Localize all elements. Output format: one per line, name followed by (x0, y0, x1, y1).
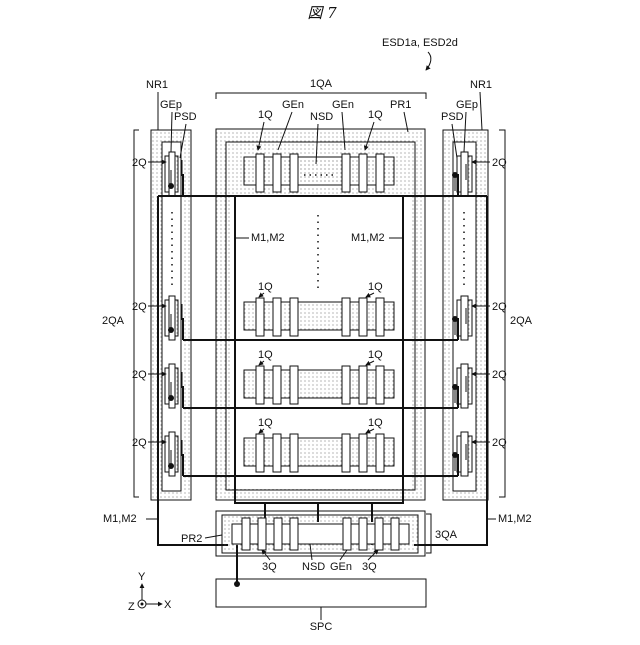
reference-arrow (426, 52, 431, 70)
label-pr2: PR2 (181, 533, 202, 545)
pr2-region (216, 511, 425, 556)
transistor-row-1q-4 (244, 434, 394, 472)
label-1q-row3-left: 1Q (258, 349, 273, 361)
axis-label-y: Y (138, 571, 146, 583)
label-3q-right: 3Q (362, 561, 377, 573)
label-gen-bottom: GEn (330, 561, 352, 573)
label-2q-left-2: 2Q (132, 301, 147, 313)
label-2qa-left: 2QA (102, 315, 125, 327)
label-gen-right: GEn (332, 99, 354, 111)
label-2qa-right: 2QA (510, 315, 533, 327)
spc-block (216, 579, 426, 607)
label-1q-row2-right: 1Q (368, 281, 383, 293)
label-1q-top-right: 1Q (368, 109, 383, 121)
label-1q-row3-right: 1Q (368, 349, 383, 361)
figure-reference: ESD1a, ESD2d (382, 37, 458, 49)
label-2q-left-4: 2Q (132, 437, 147, 449)
bracket-3qa (426, 514, 431, 553)
label-spc: SPC (310, 621, 333, 633)
axis-label-x: X (164, 599, 172, 611)
label-1q-row4-left: 1Q (258, 417, 273, 429)
label-psd-right: PSD (441, 111, 464, 123)
label-nsd-bottom: NSD (302, 561, 325, 573)
label-1q-row4-right: 1Q (368, 417, 383, 429)
transistor-row-1q-3 (244, 366, 394, 404)
label-gep-right: GEp (456, 99, 478, 111)
label-2q-right-4: 2Q (492, 437, 507, 449)
label-nsd-top: NSD (310, 111, 333, 123)
label-1qa: 1QA (310, 78, 333, 90)
label-gep-left: GEp (160, 99, 182, 111)
transistor-row-1q-2 (244, 298, 394, 336)
label-2q-right-2: 2Q (492, 301, 507, 313)
label-2q-right-1: 2Q (492, 157, 507, 169)
label-1q-row2-left: 1Q (258, 281, 273, 293)
label-3qa: 3QA (435, 529, 458, 541)
label-3q-left: 3Q (262, 561, 277, 573)
label-gen-left: GEn (282, 99, 304, 111)
label-1q-top-left: 1Q (258, 109, 273, 121)
label-nr1-left: NR1 (146, 79, 168, 91)
label-2q-left-3: 2Q (132, 369, 147, 381)
axis-indicator: Y Z X (128, 571, 172, 613)
label-psd-left: PSD (174, 111, 197, 123)
leader-pr2 (205, 535, 222, 538)
leader-nr1-right (480, 92, 482, 130)
label-2q-left-1: 2Q (132, 157, 147, 169)
label-m1m2-outer-left: M1,M2 (103, 513, 137, 525)
label-pr1: PR1 (390, 99, 411, 111)
label-m1m2-inner-left: M1,M2 (251, 232, 285, 244)
label-m1m2-inner-right: M1,M2 (351, 232, 385, 244)
label-2q-right-3: 2Q (492, 369, 507, 381)
figure-title: 図 7 (307, 4, 337, 22)
label-nr1-right: NR1 (470, 79, 492, 91)
axis-label-z: Z (128, 601, 135, 613)
label-m1m2-outer-right: M1,M2 (498, 513, 532, 525)
